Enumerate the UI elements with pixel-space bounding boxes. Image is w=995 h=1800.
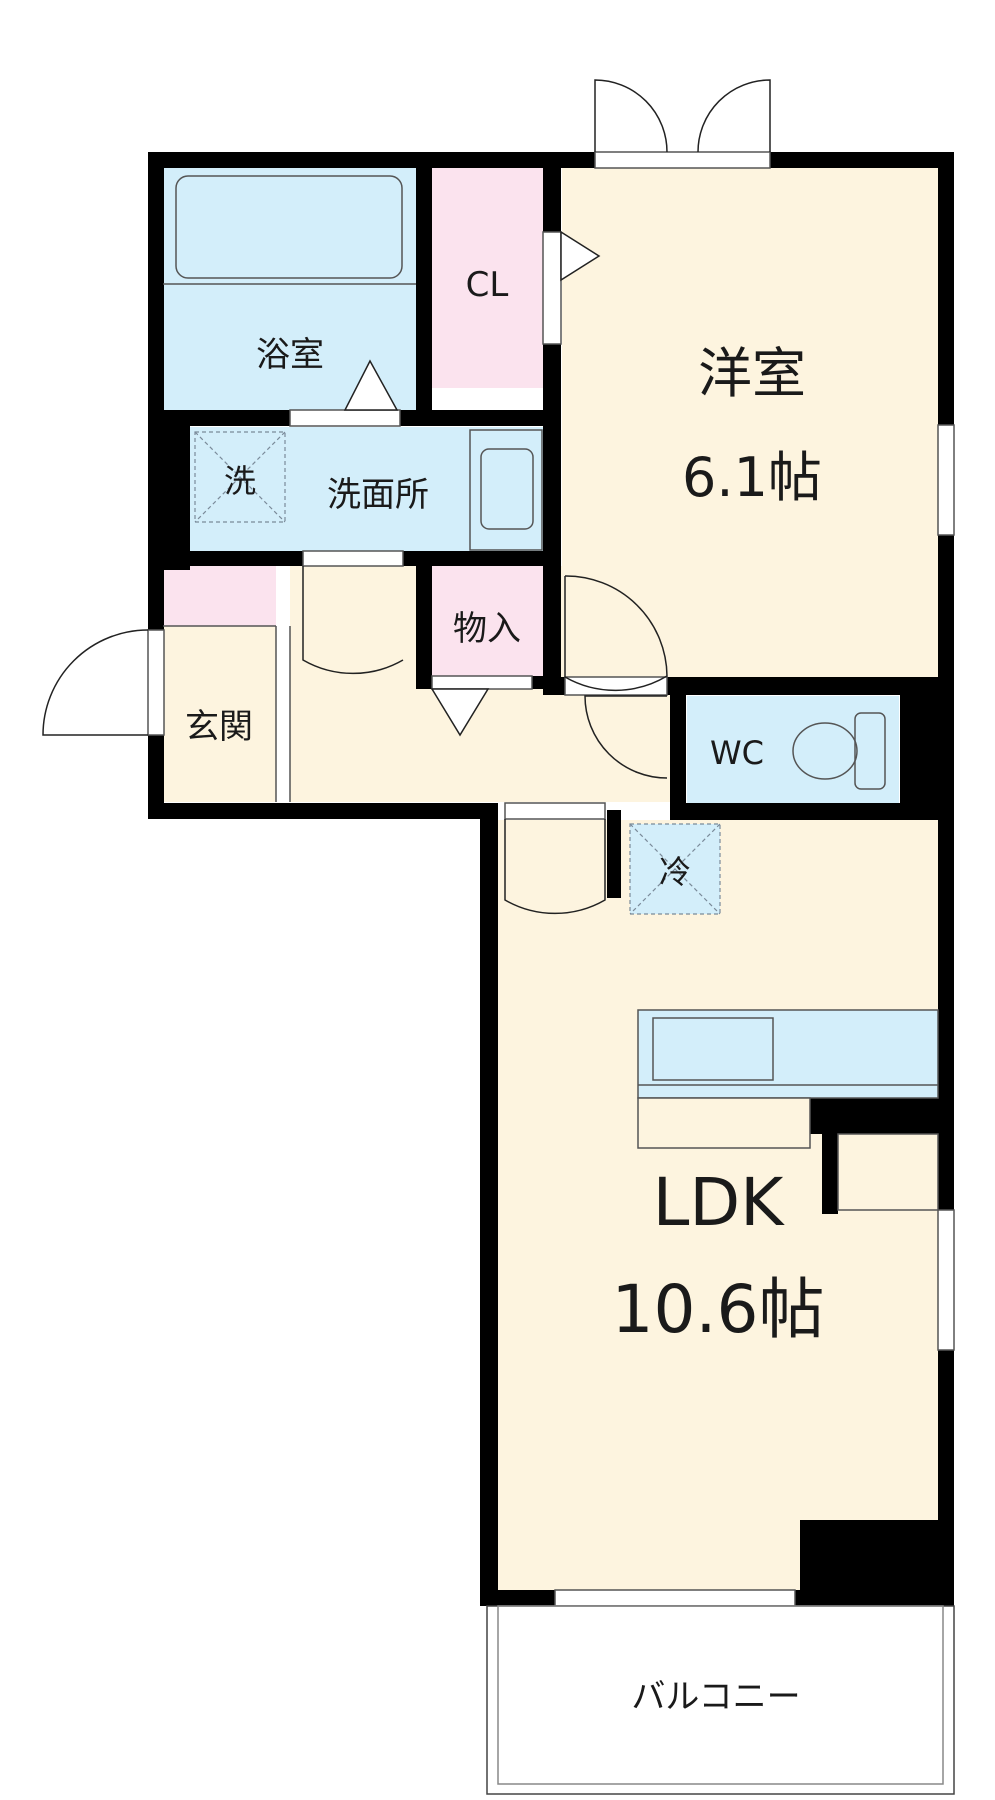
wash-left-block <box>148 410 190 570</box>
ldk-left-wall <box>480 803 498 1605</box>
kitchen-nook <box>837 1133 939 1211</box>
ldk-door-gap <box>504 802 606 820</box>
wash-door-swing <box>302 566 404 675</box>
yoshitsu-door-swing <box>564 575 668 692</box>
closet-floor <box>431 167 543 388</box>
kitchen-partition-post <box>822 1130 838 1214</box>
balcony-label: バルコニー <box>631 1677 800 1717</box>
toilet-tank <box>854 712 886 790</box>
yoshitsu-size: 6.1帖 <box>682 446 822 509</box>
kitchen-counter-icon <box>637 1009 939 1099</box>
bath-label: 浴室 <box>256 335 324 375</box>
washer-label: 洗 <box>224 462 256 500</box>
wc-bottom-wall <box>670 803 954 820</box>
yoshitsu-window-top <box>594 151 771 169</box>
openings <box>147 151 955 1607</box>
fridge-stub-wall <box>607 810 621 898</box>
right-wall-upper <box>938 152 954 1605</box>
fridge-label: 冷 <box>659 853 691 891</box>
closet-label: CL <box>466 265 509 305</box>
yoshitsu-door-gap <box>564 676 668 696</box>
storage-label: 物入 <box>453 609 521 649</box>
yoshitsu-door-left-swing <box>594 79 668 153</box>
ldk-balcony-window <box>554 1589 796 1607</box>
wc-door-swing <box>584 695 668 779</box>
toilet-bowl <box>792 722 858 780</box>
kitchen-partition-bar <box>810 1098 950 1134</box>
washbasin-bowl <box>480 448 534 530</box>
bath-closet-divider <box>416 152 432 422</box>
closet-door-gap <box>542 231 562 345</box>
entrance-door-swing <box>42 629 149 736</box>
entrance-door-gap <box>147 629 165 736</box>
ldk-size: 10.6帖 <box>612 1271 825 1348</box>
fixtures <box>163 175 955 1795</box>
labels: 洋室 6.1帖 LDK 10.6帖 浴室 CL 洗面所 洗 物入 玄関 WC 冷… <box>185 265 824 1717</box>
appliance-spaces <box>194 431 721 915</box>
balcony-outline <box>486 1605 955 1795</box>
ldk-door-swing <box>504 819 606 915</box>
fridge-diagonal-2 <box>629 823 721 915</box>
ldk-floor <box>497 820 938 1605</box>
yoshitsu-window-right <box>937 424 955 536</box>
ldk-name: LDK <box>653 1164 786 1241</box>
bathtub-icon <box>175 175 403 279</box>
storage-left-wall <box>416 551 432 681</box>
bottom-right-block <box>800 1520 954 1606</box>
door-markers <box>343 230 601 737</box>
kitchen-sink-icon <box>652 1017 774 1081</box>
closet-arrow-icon <box>560 230 601 282</box>
toilet-label: WC <box>710 734 764 772</box>
washer-diagonal-2 <box>194 431 286 523</box>
storage-door-gap <box>431 675 533 690</box>
bath-door-gap <box>289 409 401 427</box>
yoshitsu-door-right-swing <box>697 79 771 153</box>
kitchen-cabinet <box>637 1097 811 1149</box>
entrance-label: 玄関 <box>185 707 253 747</box>
bath-arrow-icon <box>343 359 399 411</box>
door-swings <box>42 79 771 915</box>
storage-arrow-icon <box>430 688 490 737</box>
ldk-window-right <box>937 1209 955 1351</box>
entrance-floor <box>163 626 276 802</box>
yoshitsu-name: 洋室 <box>698 342 806 405</box>
washroom-label: 洗面所 <box>327 475 429 515</box>
wc-right-block <box>900 683 954 820</box>
entrance-storage-floor <box>163 566 276 626</box>
wc-left-wall <box>670 695 686 805</box>
wash-door-gap <box>302 550 404 567</box>
lower-left-wall <box>148 803 498 819</box>
storage-floor <box>431 566 543 677</box>
balcony-inner <box>497 1605 944 1785</box>
